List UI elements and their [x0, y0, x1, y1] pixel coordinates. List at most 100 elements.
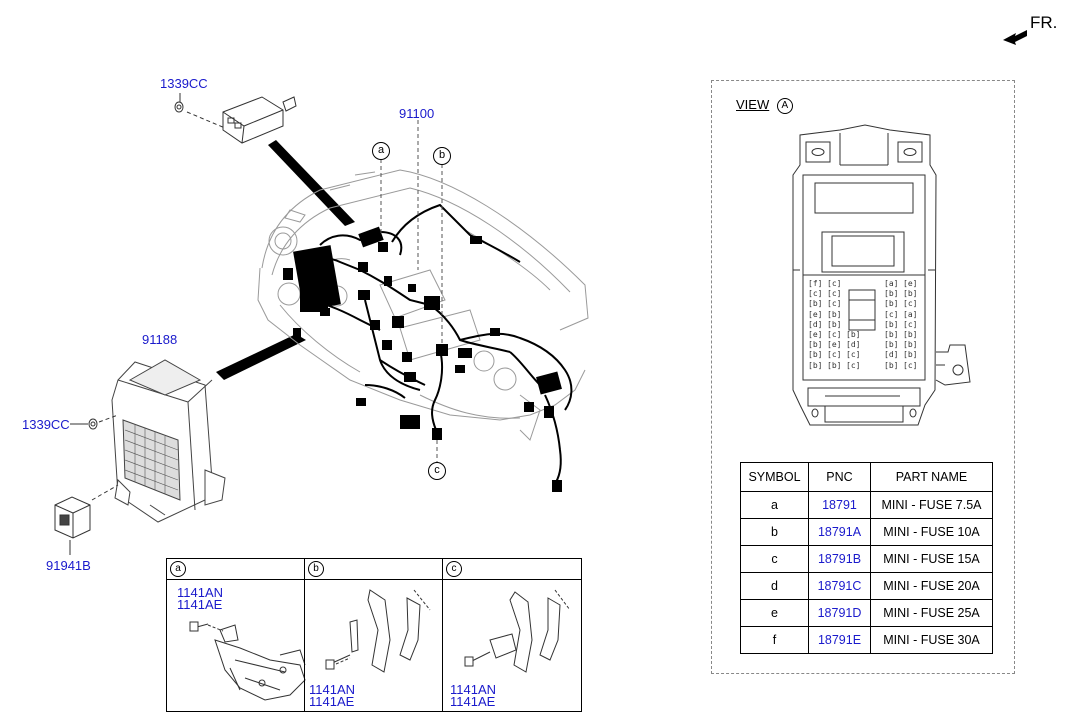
detail-header-row: [167, 559, 581, 580]
header-symbol: SYMBOL: [740, 462, 809, 492]
pnc-link[interactable]: 18791E: [808, 626, 871, 654]
pnc-link-detail-a-2[interactable]: 1141AE: [177, 597, 223, 612]
part-name-cell: MINI - FUSE 7.5A: [870, 491, 993, 519]
fuse-slot-symbol: [b]: [884, 340, 899, 350]
table-row: a 18791 MINI - FUSE 7.5A: [740, 491, 993, 519]
header-pnc: PNC: [808, 462, 871, 492]
callout-b: b: [433, 147, 451, 165]
pnc-link-detail-b-1[interactable]: 1141AN: [309, 682, 356, 697]
pnc-link[interactable]: 18791: [808, 491, 871, 519]
pnc-link[interactable]: 18791B: [808, 545, 871, 573]
pnc-link[interactable]: 18791C: [808, 572, 871, 600]
view-a-panel: [711, 80, 1015, 674]
symbol-cell: b: [740, 518, 809, 546]
fuse-slot-symbol: [d]: [884, 350, 899, 360]
part-name-cell: MINI - FUSE 10A: [870, 518, 993, 546]
fuse-slot-symbol: [b]: [884, 319, 899, 329]
fuse-slot-symbol: [c]: [846, 360, 861, 370]
fuse-slot-symbol: [c]: [903, 299, 918, 309]
fuse-slot-symbol: [b]: [903, 289, 918, 299]
detail-key-b: b: [308, 561, 324, 577]
pnc-link[interactable]: 18791D: [808, 599, 871, 627]
fuse-slot-symbol: [b]: [846, 330, 861, 339]
part-name-cell: MINI - FUSE 15A: [870, 545, 993, 573]
fuse-slot-symbol: [a]: [884, 279, 899, 288]
relay-illustration: [54, 484, 119, 555]
pnc-link-harness-main[interactable]: 91100: [399, 106, 435, 121]
fuse-slot-symbol: [e]: [827, 340, 842, 350]
fuse-slot-symbol: [b]: [884, 330, 899, 339]
fuse-slot-symbol: [b]: [884, 360, 899, 370]
fuse-slot-symbol: [c]: [827, 350, 842, 360]
pnc-link-detail-a-1[interactable]: 1141AN: [177, 585, 224, 600]
pnc-link-bolt-left[interactable]: 1339CC: [22, 417, 70, 432]
fuse-slot-symbol: [f]: [808, 279, 823, 288]
junction-box-illustration: [111, 359, 226, 523]
fuse-slot-symbol: [b]: [827, 360, 842, 370]
detail-cell-b: [304, 559, 443, 711]
header-part-name: PART NAME: [870, 462, 993, 492]
callout-leaders: [380, 120, 443, 462]
fuse-slot-symbol: [a]: [903, 309, 918, 319]
bolt-top-icon: [174, 93, 226, 129]
callout-c: c: [428, 462, 446, 480]
fuse-slot-symbol: [b]: [808, 340, 823, 350]
fuse-slot-symbol: [c]: [827, 289, 842, 299]
harness-leader-strokes: [216, 140, 355, 380]
junction-box-fuse-grid: [124, 424, 179, 494]
symbol-cell: e: [740, 599, 809, 627]
fuse-slot-symbol: [c]: [846, 350, 861, 360]
detail-c-illustration: [464, 589, 571, 673]
table-row: c 18791B MINI - FUSE 15A: [740, 545, 993, 573]
detail-cell-a: [167, 559, 305, 711]
fuse-slot-symbol: [b]: [884, 289, 899, 299]
fuse-slot-symbol: [c]: [884, 309, 899, 319]
front-direction-label: FR.: [1030, 13, 1058, 32]
symbol-cell: f: [740, 626, 809, 654]
table-row: b 18791A MINI - FUSE 10A: [740, 518, 993, 546]
table-row: f 18791E MINI - FUSE 30A: [740, 626, 993, 654]
fuse-slot-symbol: [c]: [827, 330, 842, 339]
part-name-cell: MINI - FUSE 20A: [870, 572, 993, 600]
view-title-text: VIEW: [736, 97, 770, 112]
pnc-link-detail-c-1[interactable]: 1141AN: [450, 682, 497, 697]
fuse-slot-symbol: [b]: [808, 350, 823, 360]
bolt-left-icon: [70, 414, 119, 430]
fuse-table: SYMBOL PNC PART NAME a 18791 MINI - FUSE…: [740, 462, 993, 654]
control-module-icon: [222, 96, 297, 144]
fuse-slot-symbol: [c]: [827, 279, 842, 288]
fuse-slot-symbol: [d]: [846, 340, 861, 350]
callout-a: a: [372, 142, 390, 160]
fuse-slot-symbol: [c]: [903, 360, 918, 370]
view-title: VIEW A: [736, 97, 793, 115]
symbol-cell: c: [740, 545, 809, 573]
fuse-slot-symbol: [c]: [827, 299, 842, 309]
detail-key-c: c: [446, 561, 462, 577]
fuse-slot-symbol: [b]: [808, 360, 823, 370]
pnc-link[interactable]: 18791A: [808, 518, 871, 546]
symbol-cell: d: [740, 572, 809, 600]
fuse-slot-symbol: [c]: [903, 319, 918, 329]
detail-b-illustration: [325, 589, 431, 673]
fuse-box-view-drawing: [792, 124, 971, 426]
fuse-slot-symbol: [b]: [884, 299, 899, 309]
detail-key-a: a: [170, 561, 186, 577]
detail-a-illustration: [189, 621, 306, 701]
main-wiring-harness: [299, 203, 573, 483]
pnc-link-relay[interactable]: 91941B: [46, 558, 91, 573]
fuse-slot-symbol: [e]: [903, 279, 918, 288]
pnc-link-detail-c-2[interactable]: 1141AE: [450, 694, 496, 709]
table-row: e 18791D MINI - FUSE 25A: [740, 599, 993, 627]
fuse-slot-symbol: [b]: [903, 330, 918, 339]
pnc-link-junction-box[interactable]: 91188: [142, 332, 178, 347]
symbol-cell: a: [740, 491, 809, 519]
pnc-link-detail-b-2[interactable]: 1141AE: [309, 694, 355, 709]
detail-box: a b c: [166, 558, 582, 712]
fuse-slot-symbol: [b]: [808, 299, 823, 309]
fuse-slot-symbol: [d]: [808, 319, 823, 329]
fuse-slot-symbol: [e]: [808, 330, 823, 339]
fuse-slot-symbol: [b]: [827, 319, 842, 329]
pnc-link-bolt-top[interactable]: 1339CC: [160, 76, 208, 91]
part-name-cell: MINI - FUSE 30A: [870, 626, 993, 654]
